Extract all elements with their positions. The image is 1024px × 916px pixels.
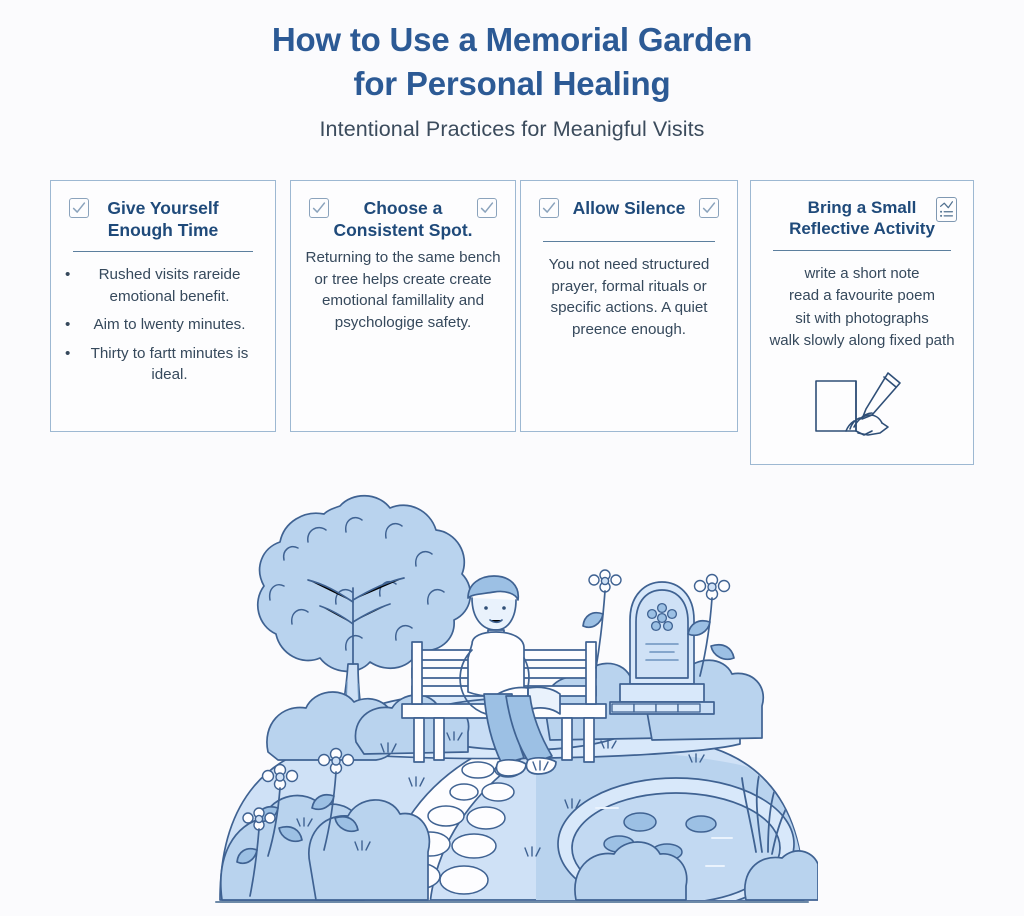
page-title: How to Use a Memorial Garden for Persona… — [0, 18, 1024, 105]
card-header: Bring a Small Reflective Activity — [765, 197, 959, 240]
list-item: Rushed visits rareide emotional benefit. — [65, 264, 261, 307]
card-bring-a-small-reflective-activity[interactable]: Bring a Small Reflective Activity write … — [750, 180, 974, 465]
card-body: Returning to the same bench or tree help… — [305, 249, 501, 331]
card-give-yourself-enough-time[interactable]: Give Yourself Enough Time Rushed visits … — [50, 180, 276, 432]
checkbox-icon — [539, 198, 559, 218]
list-item: write a short note — [804, 264, 920, 282]
card-divider — [543, 241, 715, 242]
card-allow-silence[interactable]: Allow Silence You not need structured pr… — [520, 180, 738, 432]
card-header: Choose a Consistent Spot. — [305, 197, 501, 241]
card-title: Choose a Consistent Spot. — [333, 198, 473, 241]
list-item: Thirty to fartt minutes is ideal. — [65, 343, 261, 386]
card-title: Give Yourself Enough Time — [107, 198, 219, 241]
list-item: sit with photographs — [795, 309, 929, 327]
card-header: Give Yourself Enough Time — [65, 197, 261, 241]
card-body: Rushed visits rareide emotional benefit.… — [65, 264, 261, 386]
checkbox-icon — [69, 198, 89, 218]
checkbox-icon — [477, 198, 497, 218]
card-body: write a short note read a favourite poem… — [765, 263, 959, 353]
page-title-line-2: for Personal Healing — [353, 64, 671, 102]
card-body: You not need structured prayer, formal r… — [548, 256, 710, 338]
clipboard-checklist-icon — [936, 197, 957, 222]
list-item: walk slowly along fixed path — [769, 332, 955, 350]
header: How to Use a Memorial Garden for Persona… — [0, 18, 1024, 142]
page-title-line-1: How to Use a Memorial Garden — [271, 21, 753, 58]
page-subtitle: Intentional Practices for Meanigful Visi… — [319, 117, 705, 142]
list-item: Aim to lwenty minutes. — [65, 314, 261, 336]
card-divider — [73, 251, 253, 253]
cards-row: Give Yourself Enough Time Rushed visits … — [50, 180, 974, 470]
hand-writing-in-book-icon — [802, 365, 922, 443]
card-header: Allow Silence — [535, 197, 723, 231]
card-choose-a-consistent-spot[interactable]: Choose a Consistent Spot. Returning to t… — [290, 180, 516, 432]
checkbox-icon — [309, 198, 329, 218]
checkbox-icon — [699, 198, 719, 218]
memorial-garden-illustration — [206, 452, 818, 910]
card-divider — [773, 249, 951, 251]
card-title: Bring a Small Reflective Activity — [789, 198, 935, 239]
card-title: Allow Silence — [572, 198, 686, 218]
list-item: read a favourite poem — [789, 287, 935, 305]
